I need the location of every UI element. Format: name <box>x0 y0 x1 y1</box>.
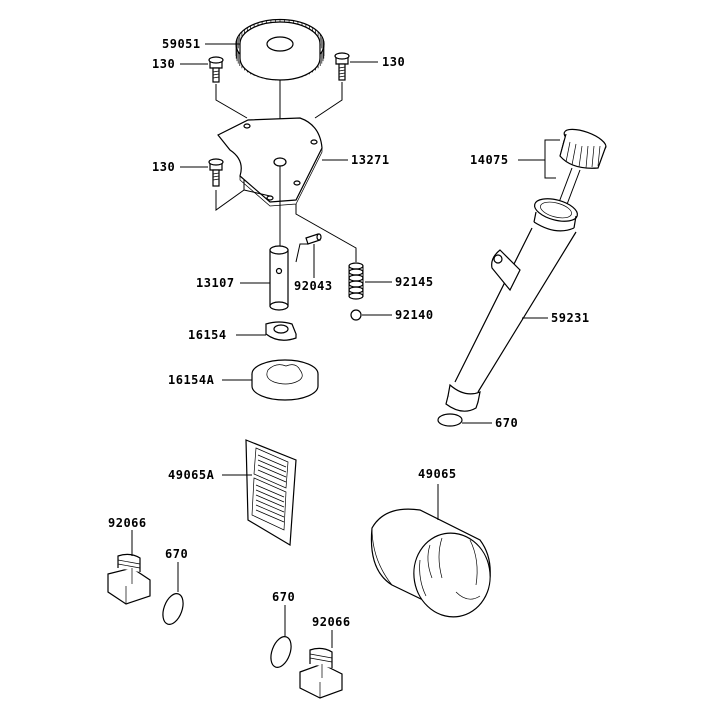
label-92043: 92043 <box>294 279 333 293</box>
gear-59051[interactable] <box>235 18 325 81</box>
oring-670-tube[interactable] <box>437 413 463 427</box>
label-16154: 16154 <box>188 328 227 342</box>
bolt-130-top-right[interactable] <box>334 52 350 81</box>
label-59051: 59051 <box>162 37 201 51</box>
label-49065a: 49065A <box>168 468 215 482</box>
oring-670-left[interactable] <box>159 591 187 627</box>
filter-49065[interactable] <box>370 484 496 623</box>
spring-92145[interactable] <box>348 262 364 300</box>
label-92066-left: 92066 <box>108 516 147 530</box>
label-130-top-right: 130 <box>382 55 405 69</box>
label-130-mid-left: 130 <box>152 160 175 174</box>
label-13107: 13107 <box>196 276 235 290</box>
label-13271: 13271 <box>351 153 390 167</box>
label-16154a: 16154A <box>168 373 215 387</box>
screen-49065a[interactable] <box>245 439 297 547</box>
label-670-tube: 670 <box>495 416 518 430</box>
dipstick-cap-14075[interactable] <box>559 125 608 169</box>
label-59231: 59231 <box>551 311 590 325</box>
label-14075: 14075 <box>470 153 509 167</box>
outer-rotor-16154a[interactable] <box>251 359 319 401</box>
oring-670-bottom[interactable] <box>267 634 295 670</box>
ball-92140[interactable] <box>350 309 362 321</box>
dipstick-tube-59231[interactable] <box>445 195 580 412</box>
bolt-130-mid-left[interactable] <box>208 158 224 187</box>
bolt-130-top-left[interactable] <box>208 56 224 83</box>
label-92140: 92140 <box>395 308 434 322</box>
label-92066-bottom: 92066 <box>312 615 351 629</box>
label-49065: 49065 <box>418 467 457 481</box>
label-670-bottom: 670 <box>272 590 295 604</box>
label-92145: 92145 <box>395 275 434 289</box>
plug-92066-bottom[interactable] <box>299 647 343 699</box>
label-670-left: 670 <box>165 547 188 561</box>
label-130-top-left: 130 <box>152 57 175 71</box>
shaft-13107[interactable] <box>269 245 289 311</box>
inner-rotor-16154[interactable] <box>265 321 297 341</box>
plug-92066-left[interactable] <box>107 553 151 605</box>
pin-92043[interactable] <box>305 233 322 245</box>
plate-13271[interactable] <box>217 117 323 207</box>
